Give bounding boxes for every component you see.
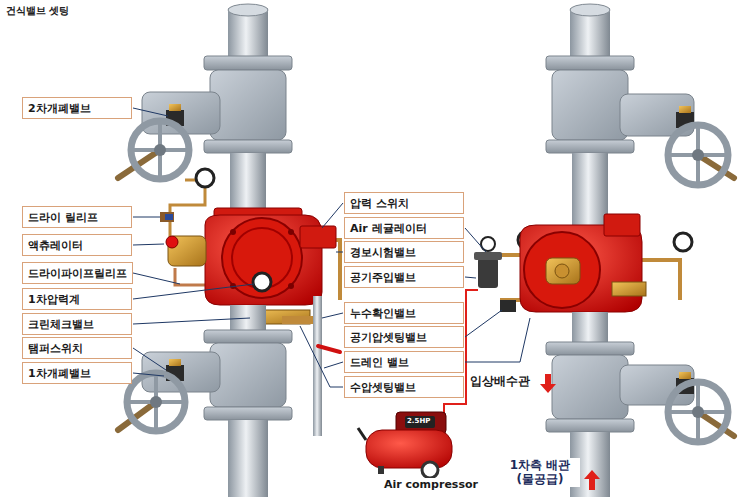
right-assembly xyxy=(474,4,734,497)
part-label-box: 압력 스위치 xyxy=(344,192,464,214)
equipment-label: Air compressor xyxy=(384,478,478,491)
left-assembly xyxy=(118,4,340,497)
part-name: 1차개폐밸브 xyxy=(28,366,91,381)
leader-lines xyxy=(133,108,530,387)
rating-label: 2.5HP xyxy=(407,417,430,425)
part-label-box: Air 레귤레이터 xyxy=(344,217,464,239)
part-name: 2차개폐밸브 xyxy=(28,101,91,116)
part-label-box: 수압셋팅밸브 xyxy=(344,376,464,398)
part-label-box: 드레인 밸브 xyxy=(344,351,464,373)
part-name: 드레인 밸브 xyxy=(350,355,409,370)
part-label-box: 1차압력계 xyxy=(22,288,132,310)
part-label-box: 1차개폐밸브 xyxy=(22,362,132,384)
part-label-box: 경보시험밸브 xyxy=(344,241,464,263)
part-label-box: 드라이 릴리프 xyxy=(22,206,132,228)
part-label-box: 2차개폐밸브 xyxy=(22,97,132,119)
part-label-box: 드라이파이프릴리프 xyxy=(22,262,133,284)
part-label-box: 크린체크밸브 xyxy=(22,313,132,335)
diagram-title: 건식밸브 셋팅 xyxy=(6,4,69,18)
part-label-box: 누수확인밸브 xyxy=(344,302,464,324)
part-name: 드라이파이프릴리프 xyxy=(28,266,127,281)
part-name: 탬퍼스위치 xyxy=(28,341,83,356)
part-label-box: 탬퍼스위치 xyxy=(22,337,132,359)
part-name: 공기주입밸브 xyxy=(350,270,416,285)
part-name: 압력 스위치 xyxy=(350,196,409,211)
pipe-label: 입상배수관 xyxy=(470,374,530,388)
part-label-box: 공기압셋팅밸브 xyxy=(344,326,464,348)
pipe-label: 1차측 배관 (물공급) xyxy=(500,458,580,487)
part-name: 누수확인밸브 xyxy=(350,306,416,321)
part-name: 경보시험밸브 xyxy=(350,245,416,260)
part-name: 크린체크밸브 xyxy=(28,317,94,332)
part-name: 드라이 릴리프 xyxy=(28,210,98,225)
part-label-box: 공기주입밸브 xyxy=(344,266,464,288)
part-name: 수압셋팅밸브 xyxy=(350,380,416,395)
part-name: Air 레귤레이터 xyxy=(350,221,427,236)
part-label-box: 액츄레이터 xyxy=(22,234,132,256)
part-name: 액츄레이터 xyxy=(28,238,83,253)
part-name: 1차압력계 xyxy=(28,292,80,307)
part-name: 공기압셋팅밸브 xyxy=(350,330,427,345)
